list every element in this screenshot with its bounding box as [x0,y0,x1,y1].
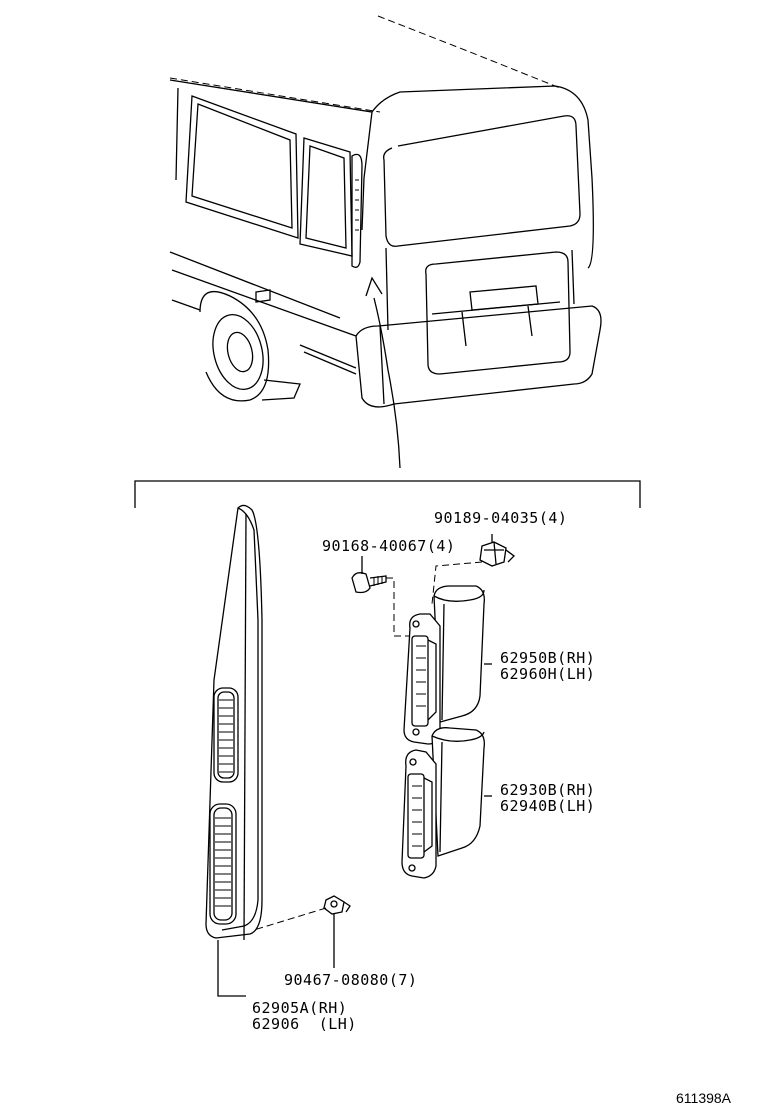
lower-lamp-unit [401,727,485,879]
part-label-garnish-rh: 62905A(RH) [252,999,348,1017]
part-label-screw: 90168-40067(4) [322,537,456,555]
clip-bottom [253,895,351,968]
screw [351,556,416,637]
part-label-lower-lamp-lh: 62940B(LH) [500,797,596,815]
part-label-upper-lamp-rh: 62950B(RH) [500,649,596,667]
part-label-clip-bottom: 90467-08080(7) [284,971,418,989]
van-illustration [169,15,602,469]
part-label-upper-lamp-lh: 62960H(LH) [500,665,596,683]
upper-lamp-unit [403,585,485,745]
diagram-reference-number: 611398A [676,1090,732,1106]
part-label-lower-lamp-rh: 62930B(RH) [500,781,596,799]
part-label-clip-top: 90189-04035(4) [434,509,568,527]
side-garnish [205,504,263,997]
part-label-garnish-lh: 62906 (LH) [252,1015,357,1033]
clip-top [431,534,515,605]
group-bracket [134,480,641,508]
